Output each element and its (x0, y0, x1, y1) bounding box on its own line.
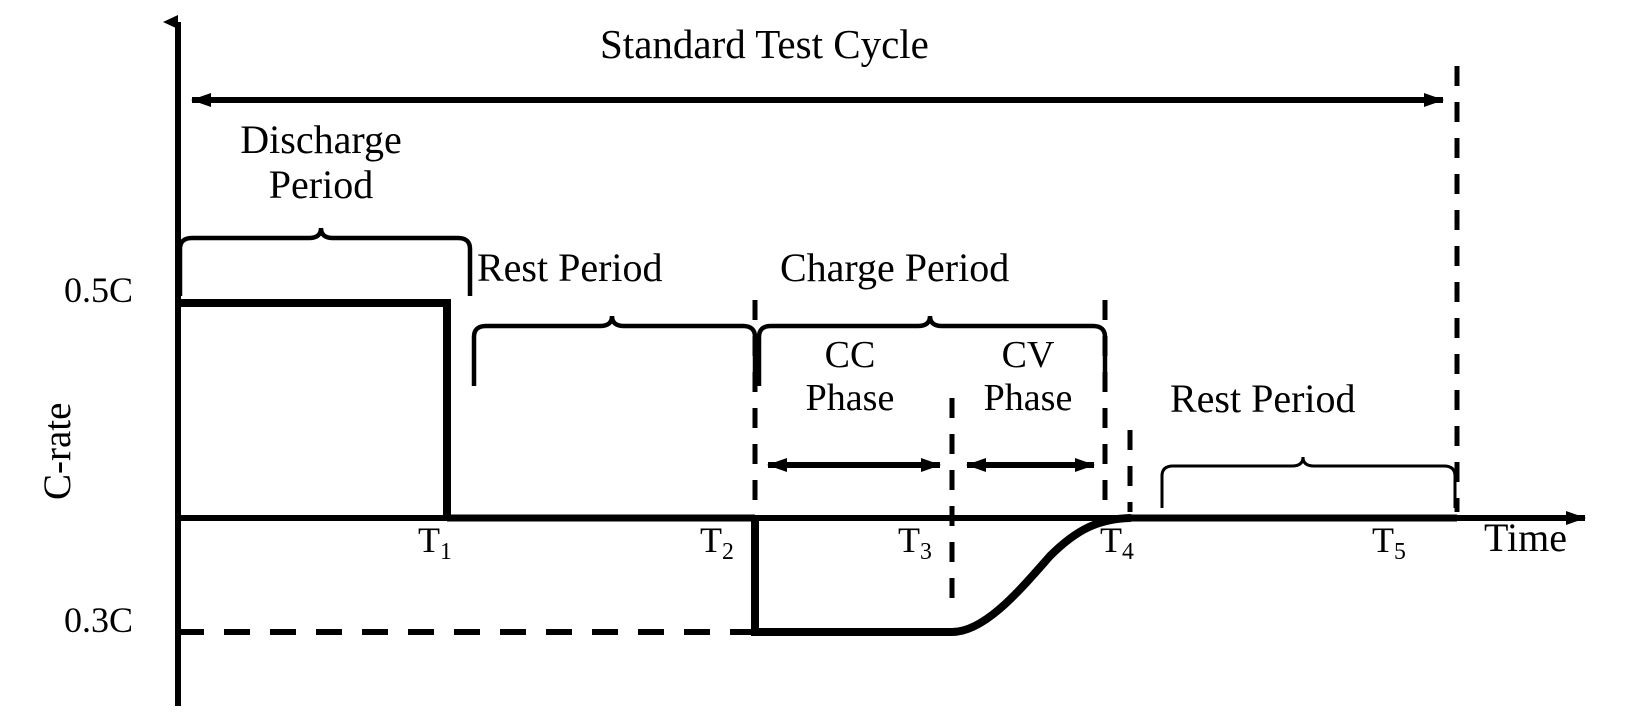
cv-phase-line-1: CV (1001, 334, 1055, 376)
label-cc-phase: CC Phase (760, 334, 940, 419)
x-tick-t2-base: T (700, 520, 722, 560)
x-tick-label-t4: T4 (1100, 522, 1134, 565)
label-discharge-period: Discharge Period (202, 117, 440, 208)
cc-phase-line-1: CC (824, 334, 876, 376)
x-tick-t3-base: T (898, 520, 920, 560)
brace-rest-period-2 (1160, 456, 1457, 508)
discharge-period-line-2: Period (268, 161, 374, 207)
x-tick-t3-sub: 3 (920, 539, 932, 566)
y-tick-label-0-3c: 0.3C (64, 600, 134, 640)
x-tick-t5-base: T (1372, 520, 1394, 560)
x-tick-label-t1: T1 (418, 522, 452, 565)
x-tick-label-t2: T2 (700, 522, 734, 565)
y-tick-label-0-5c: 0.5C (64, 270, 134, 310)
x-tick-t1-base: T (418, 520, 440, 560)
brace-discharge-period (177, 227, 473, 296)
c-rate-profile-curve (178, 299, 1457, 636)
x-tick-label-t5: T5 (1372, 522, 1406, 565)
brace-rest-period-1 (471, 315, 758, 386)
chart-title: Standard Test Cycle (600, 21, 929, 67)
x-tick-t5-sub: 5 (1394, 539, 1406, 566)
cc-phase-line-2: Phase (805, 376, 895, 419)
x-tick-label-t3: T3 (898, 522, 932, 565)
discharge-period-line-1: Discharge (240, 117, 402, 162)
x-tick-t2-sub: 2 (722, 539, 734, 566)
x-tick-t4-base: T (1100, 520, 1122, 560)
label-rest-period-2: Rest Period (1170, 376, 1356, 421)
cv-phase-line-2: Phase (983, 376, 1073, 419)
y-axis-label: C-rate (36, 402, 79, 500)
brace-charge-period (756, 315, 1108, 386)
time-marker-lines (752, 66, 1460, 612)
label-cv-phase: CV Phase (938, 334, 1118, 419)
label-rest-period-1: Rest Period (477, 245, 663, 290)
x-tick-t4-sub: 4 (1122, 539, 1134, 566)
x-tick-t1-sub: 1 (440, 539, 452, 566)
label-charge-period: Charge Period (780, 245, 1010, 290)
x-axis-label: Time (1484, 515, 1568, 560)
